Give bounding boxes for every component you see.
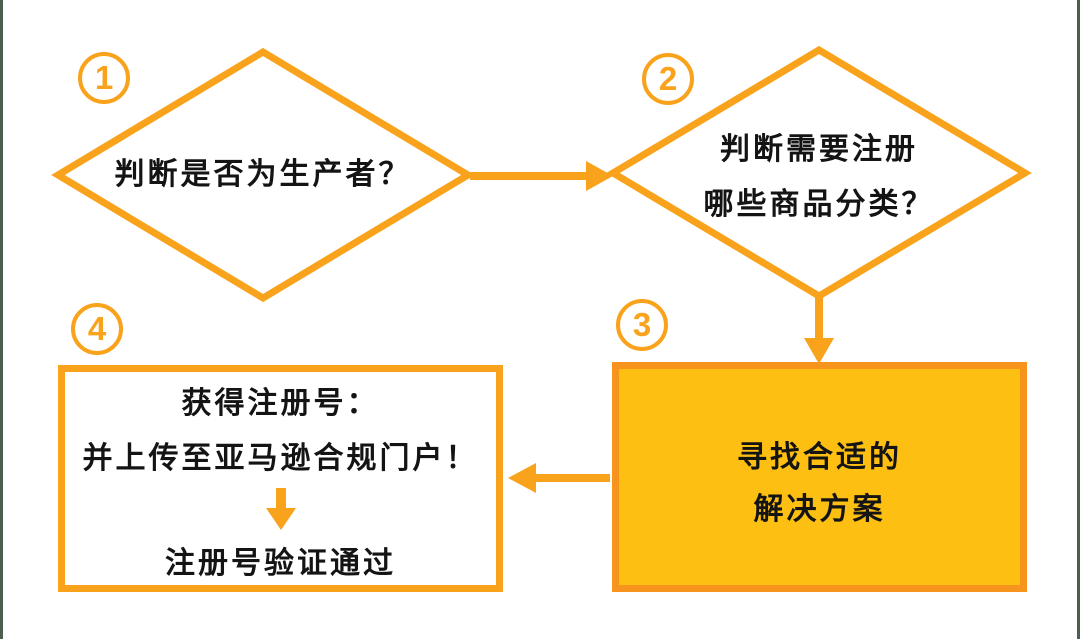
step-badge-3: 3 xyxy=(616,299,668,351)
step3-line1: 寻找合适的 xyxy=(737,441,902,474)
process-box-4 xyxy=(58,365,503,592)
step2-line1: 判断需要注册 xyxy=(720,133,918,166)
step-badge-4: 4 xyxy=(71,303,123,355)
left-edge-strip xyxy=(0,0,3,639)
step2-line2: 哪些商品分类？ xyxy=(703,188,935,221)
step3-text: 寻找合适的 解决方案 xyxy=(612,432,1027,536)
step1-text: 判断是否为生产者？ xyxy=(63,156,463,194)
step1-line1: 判断是否为生产者？ xyxy=(114,158,412,191)
arrow-down-icon xyxy=(804,297,834,364)
step4-line3: 注册号验证通过 xyxy=(165,547,396,580)
step-badge-1: 1 xyxy=(78,52,130,104)
decision-diamond-1 xyxy=(51,47,475,303)
process-box-3 xyxy=(612,362,1027,592)
step4-line1: 获得注册号： xyxy=(181,387,380,420)
step-badge-2: 2 xyxy=(642,53,694,105)
arrow-right-icon xyxy=(470,161,613,191)
decision-diamond-2 xyxy=(606,45,1032,301)
arrow-left-icon xyxy=(508,463,610,493)
step2-text: 判断需要注册 哪些商品分类？ xyxy=(619,122,1019,232)
arrow-down-small-icon xyxy=(265,488,296,530)
step4-text: 获得注册号： 并上传至亚马逊合规门户！ 注册号验证通过 xyxy=(58,376,503,591)
step3-line2: 解决方案 xyxy=(753,493,886,526)
step4-line2: 并上传至亚马逊合规门户！ xyxy=(82,442,479,475)
right-edge-strip xyxy=(1077,0,1080,639)
